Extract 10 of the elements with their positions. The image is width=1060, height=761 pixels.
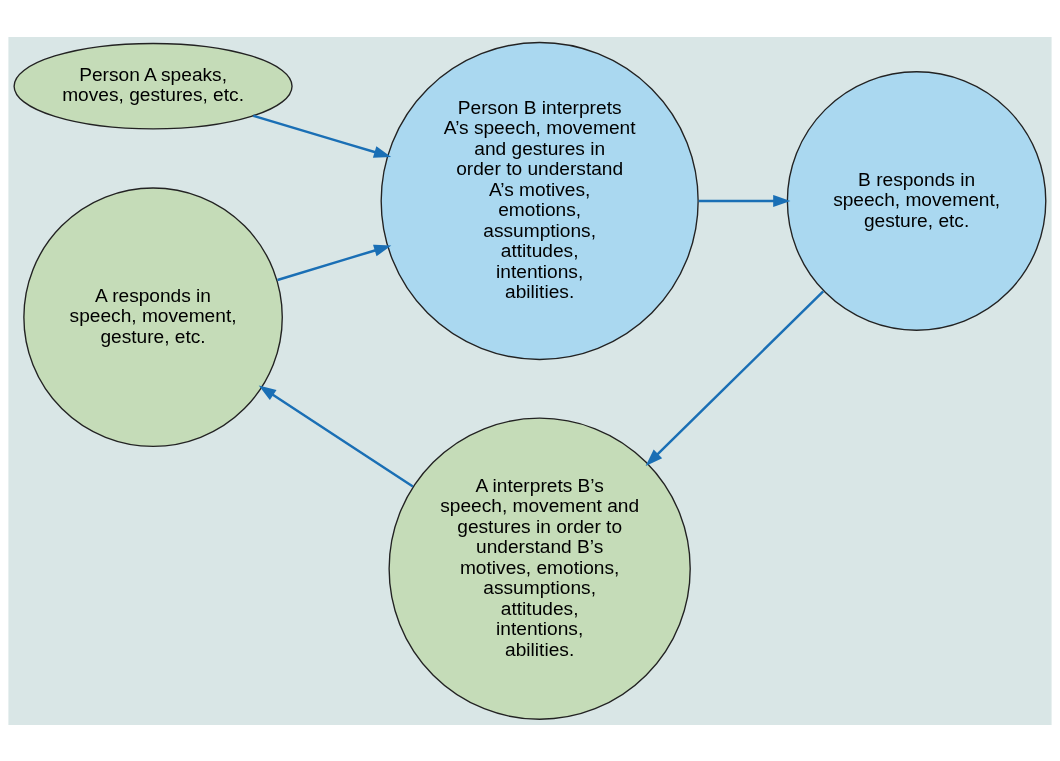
arrow: [252, 114, 392, 158]
arrow: [645, 290, 825, 466]
node-circle: Person B interprets A’s speech, movement and gestures in order to understand A’s motives, emotions, assumptions, attitudes, intentions, abilities.: [380, 41, 699, 360]
node-circle: A interprets B’s speech, movement and gestures in order to understand B’s motives, emotions, assumptions, attitudes, intentions, abilities.: [388, 417, 691, 720]
node-circle: A responds in speech, movement, gesture, etc.: [23, 186, 283, 447]
node-circle: B responds in speech, movement, gesture, etc.: [786, 70, 1047, 331]
arrow: [277, 244, 392, 281]
arrow: [258, 385, 414, 488]
node-ellipse: Person A speaks, moves, gestures, etc.: [13, 42, 293, 130]
arrow: [698, 194, 791, 207]
